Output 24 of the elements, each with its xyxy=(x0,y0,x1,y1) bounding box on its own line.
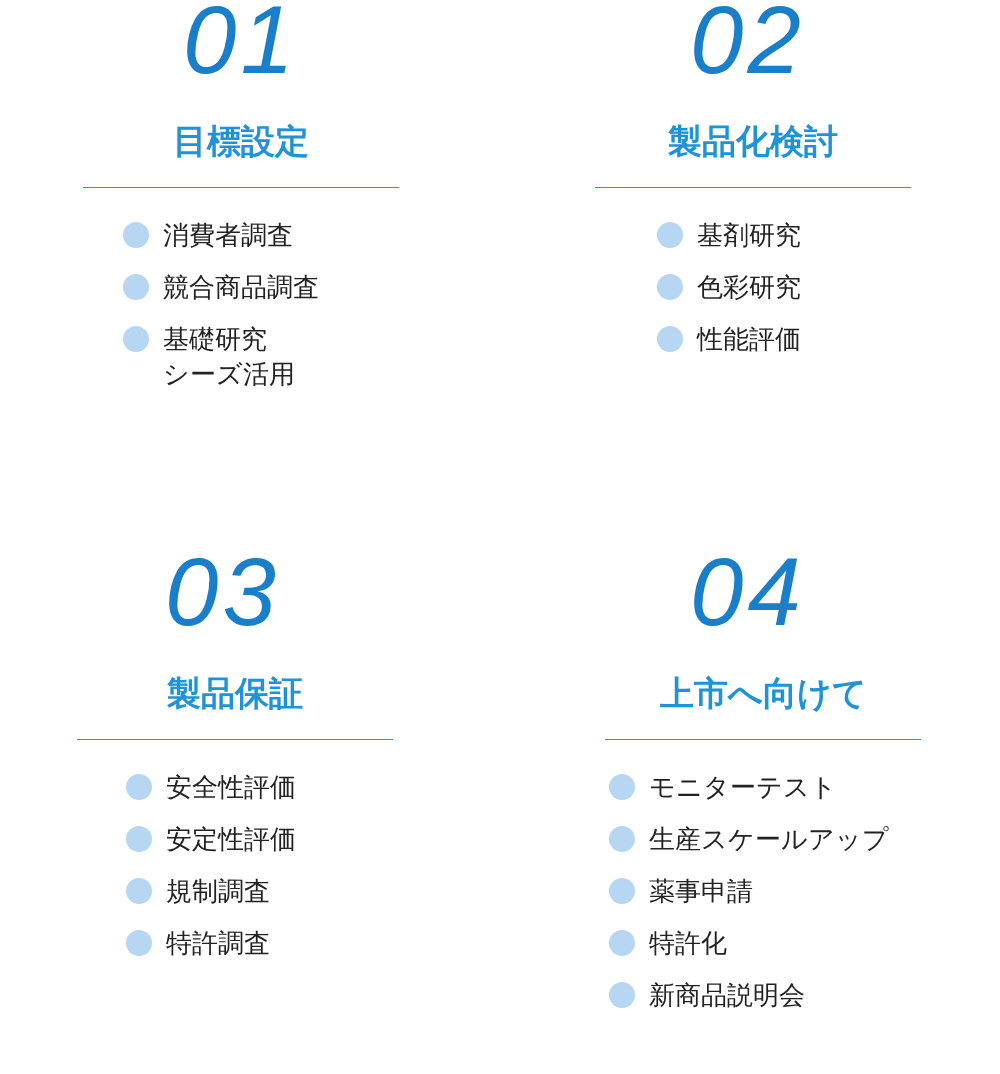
list-item: 基剤研究 xyxy=(697,219,801,252)
section-title: 製品化検討 xyxy=(668,123,838,158)
list-item: 基礎研究 xyxy=(163,323,268,356)
step-number: 02 xyxy=(690,0,805,88)
list-item: 特許化 xyxy=(649,927,727,960)
list-item: 薬事申請 xyxy=(649,875,753,908)
list-item: 特許調査 xyxy=(166,927,270,960)
list-item: 消費者調査 xyxy=(163,219,293,252)
section-title: 製品保証 xyxy=(167,675,303,710)
list-item: 性能評価 xyxy=(697,323,801,356)
step-number: 01 xyxy=(183,0,298,88)
list-item: 生産スケールアップ xyxy=(649,823,889,856)
list-item: 新商品説明会 xyxy=(649,979,805,1012)
list-item: 安定性評価 xyxy=(166,823,296,856)
section-title: 上市へ向けて xyxy=(659,675,867,710)
step-number: 04 xyxy=(690,544,805,640)
list-item: 色彩研究 xyxy=(697,271,801,304)
section-title: 目標設定 xyxy=(173,123,309,158)
list-item: 規制調査 xyxy=(166,875,270,908)
list-item: 競合商品調査 xyxy=(163,271,319,304)
list-item: シーズ活用 xyxy=(163,358,295,391)
list-item: 安全性評価 xyxy=(166,771,296,804)
list-item: モニターテスト xyxy=(649,771,837,804)
step-number: 03 xyxy=(165,544,280,640)
